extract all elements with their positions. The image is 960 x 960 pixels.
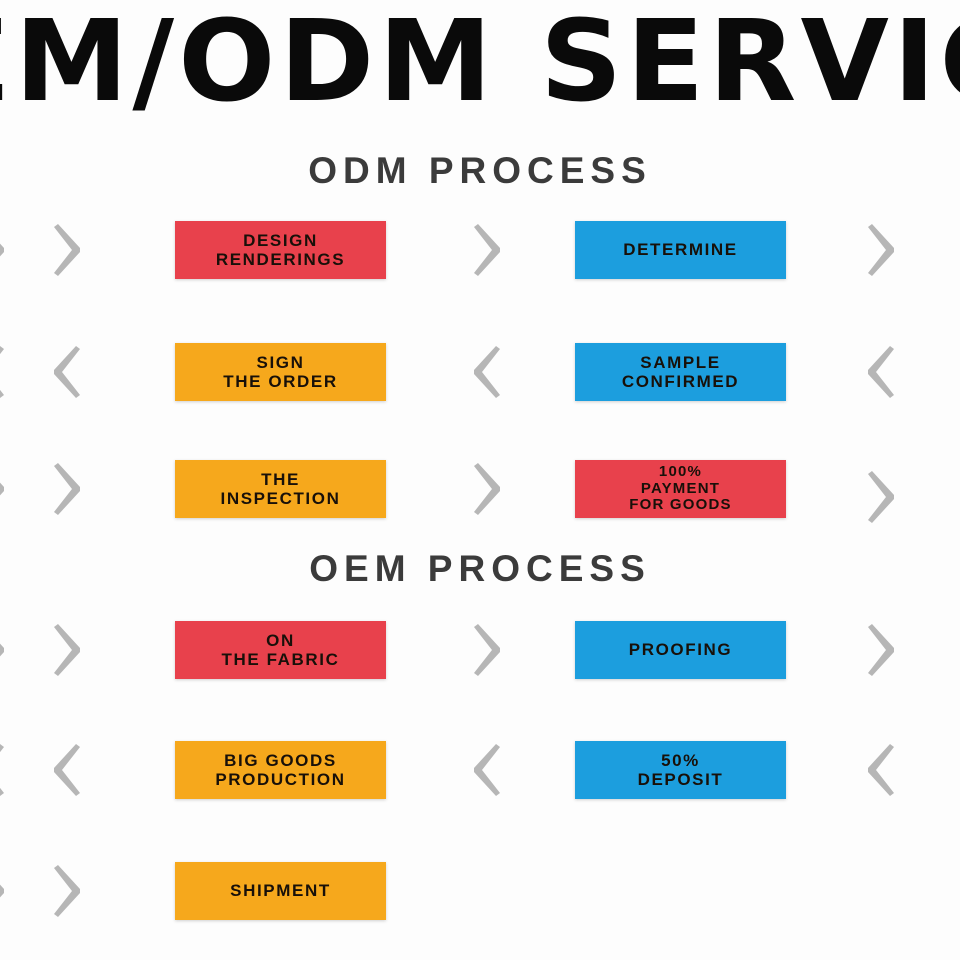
chevron-left-icon: [862, 346, 900, 398]
chevron-right-icon: [0, 865, 10, 917]
chevron-left-icon: [862, 744, 900, 796]
chevron-left-icon: [0, 744, 10, 796]
process-box-label: BIG GOODS PRODUCTION: [215, 750, 346, 789]
chevron-right-icon: [48, 624, 86, 676]
chevron-right-icon: [468, 463, 506, 515]
section-heading-oem: OEM PROCESS: [309, 548, 651, 589]
process-row-oem-1: ON THE FABRIC PROOFING: [0, 600, 960, 700]
chevron-left-icon: [468, 744, 506, 796]
chevron-right-icon: [0, 624, 10, 676]
chevron-right-icon: [468, 224, 506, 276]
process-row-odm-1: DESIGN RENDERINGS DETERMINE: [0, 200, 960, 300]
chevron-right-icon: [862, 224, 900, 276]
process-box-label: 100% PAYMENT FOR GOODS: [629, 462, 732, 514]
chevron-right-icon: [862, 624, 900, 676]
process-box-label: THE INSPECTION: [220, 469, 341, 508]
process-box-big-goods-production[interactable]: BIG GOODS PRODUCTION: [175, 741, 386, 799]
process-row-oem-3: SHIPMENT: [0, 841, 960, 941]
process-row-odm-3: THE INSPECTION 100% PAYMENT FOR GOODS: [0, 439, 960, 539]
chevron-left-icon: [48, 744, 86, 796]
process-row-oem-2: BIG GOODS PRODUCTION 50% DEPOSIT: [0, 720, 960, 820]
process-box-label: SAMPLE CONFIRMED: [621, 352, 740, 391]
process-box-on-the-fabric[interactable]: ON THE FABRIC: [175, 621, 386, 679]
process-box-determine[interactable]: DETERMINE: [575, 221, 786, 279]
process-box-the-inspection[interactable]: THE INSPECTION: [175, 460, 386, 518]
process-box-100-percent-payment-for-goods[interactable]: 100% PAYMENT FOR GOODS: [575, 460, 786, 518]
process-box-label: SIGN THE ORDER: [223, 352, 338, 391]
chevron-left-icon: [48, 346, 86, 398]
chevron-right-icon: [862, 471, 900, 523]
process-box-sample-confirmed[interactable]: SAMPLE CONFIRMED: [575, 343, 786, 401]
chevron-right-icon: [468, 624, 506, 676]
chevron-right-icon: [48, 463, 86, 515]
process-box-design-renderings[interactable]: DESIGN RENDERINGS: [175, 221, 386, 279]
chevron-left-icon: [468, 346, 506, 398]
chevron-left-icon: [0, 346, 10, 398]
process-box-label: ON THE FABRIC: [221, 630, 340, 669]
chevron-right-icon: [48, 224, 86, 276]
chevron-right-icon: [0, 224, 10, 276]
process-box-label: PROOFING: [628, 640, 733, 660]
chevron-right-icon: [0, 463, 10, 515]
banner-title: EM/ODM SERVIC: [0, 0, 960, 140]
process-box-label: DESIGN RENDERINGS: [215, 230, 346, 269]
process-box-label: 50% DEPOSIT: [637, 750, 724, 789]
process-box-proofing[interactable]: PROOFING: [575, 621, 786, 679]
process-box-shipment[interactable]: SHIPMENT: [175, 862, 386, 920]
process-box-50-percent-deposit[interactable]: 50% DEPOSIT: [575, 741, 786, 799]
process-box-sign-the-order[interactable]: SIGN THE ORDER: [175, 343, 386, 401]
process-box-label: DETERMINE: [623, 240, 738, 260]
process-box-label: SHIPMENT: [230, 881, 331, 901]
section-heading-odm: ODM PROCESS: [308, 150, 652, 191]
page-title: EM/ODM SERVIC: [0, 0, 960, 127]
chevron-right-icon: [48, 865, 86, 917]
process-row-odm-2: SIGN THE ORDER SAMPLE CONFIRMED: [0, 322, 960, 422]
